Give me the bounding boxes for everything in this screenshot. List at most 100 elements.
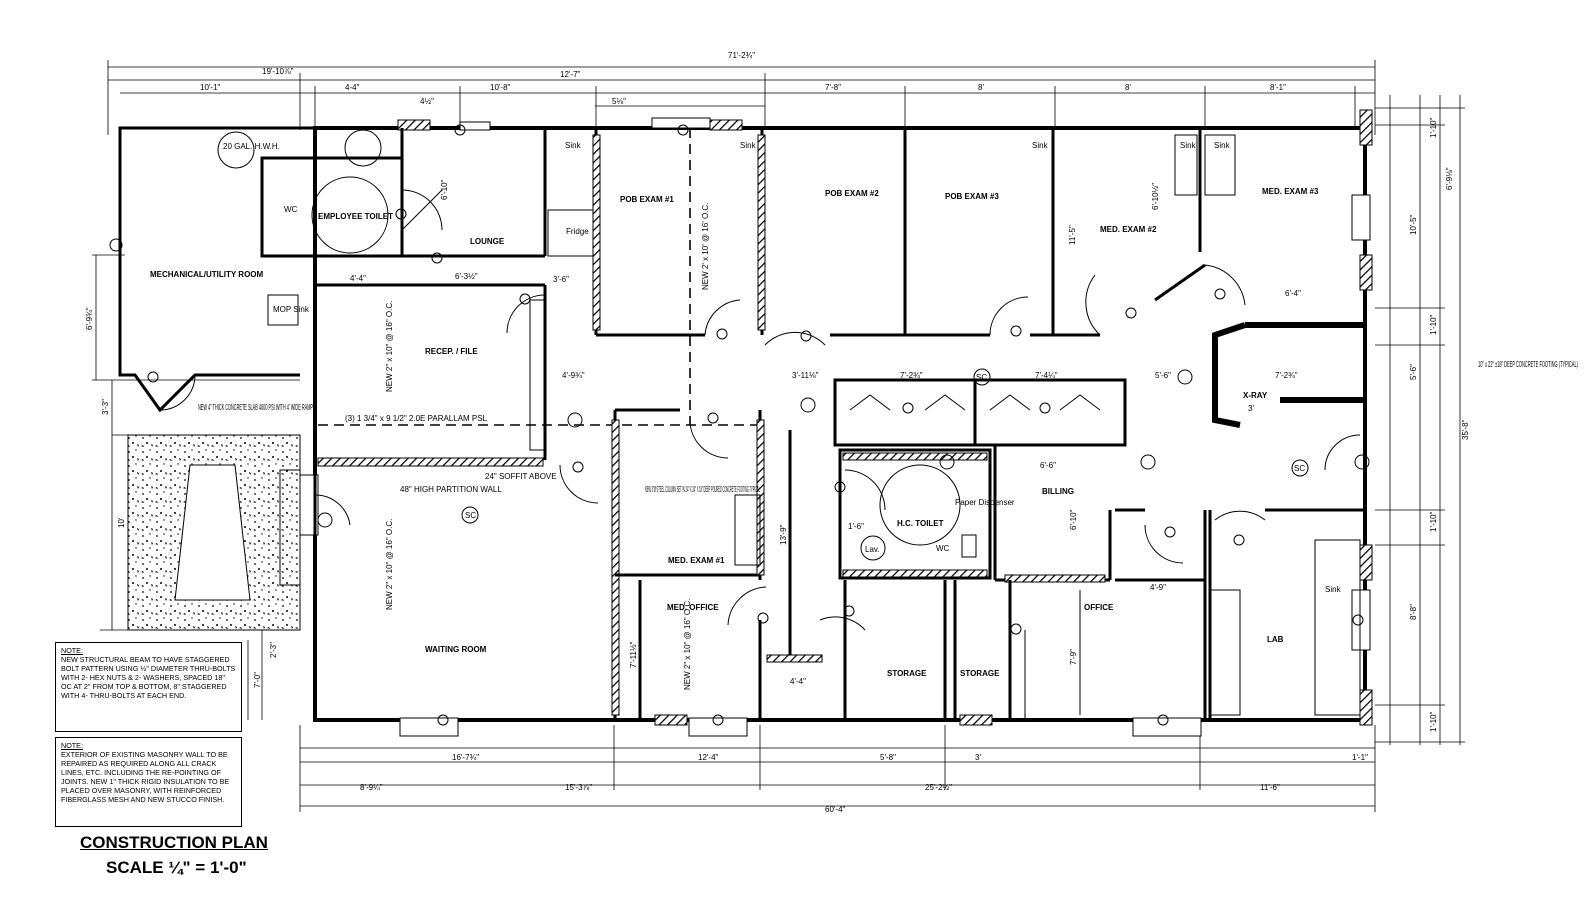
- dim-text: 16'-7¾": [452, 753, 479, 762]
- soffit-annotation: 24" SOFFIT ABOVE: [485, 472, 557, 481]
- room-label-recep: RECEP. / FILE: [425, 347, 478, 356]
- room-label-med-exam-2: MED. EXAM #2: [1100, 225, 1157, 234]
- dim-text: 3'-6": [553, 275, 569, 284]
- ramp: [174, 464, 251, 601]
- stud-annotation: NEW 2" x 10" @ 16" O.C.: [385, 301, 394, 392]
- dim-text: 3': [1248, 404, 1254, 413]
- room-label-x-ray: X-RAY: [1243, 391, 1268, 400]
- dim-text: 7'-11½": [629, 641, 638, 668]
- room-label-hc-toilet: H.C. TOILET: [897, 519, 944, 528]
- sink-label: Sink: [565, 141, 582, 150]
- masonry-repair-note: NOTE: EXTERIOR OF EXISTING MASONRY WALL …: [55, 737, 242, 827]
- dim-text: 1'-6": [848, 522, 864, 531]
- stud-annotation: NEW 2" x 10" @ 16" O.C.: [683, 599, 692, 690]
- dim-text: 4'-9": [1150, 583, 1166, 592]
- dim-text: 6'-10½": [1151, 183, 1160, 210]
- sink-label: Sink: [740, 141, 757, 150]
- dim-text: 5'-6": [1155, 371, 1171, 380]
- dim-text: 25'-2½": [925, 783, 952, 792]
- dimension-lines: [92, 60, 1465, 812]
- room-label-med-exam-3: MED. EXAM #3: [1262, 187, 1319, 196]
- note-text: NEW STRUCTURAL BEAM TO HAVE STAGGERED BO…: [61, 655, 236, 700]
- dim-text: 1'-10": [1429, 314, 1438, 335]
- sink-label: Sink: [1180, 141, 1197, 150]
- dim-text: 3'-11⅛": [792, 371, 819, 380]
- stud-annotation: NEW 2' x 10' @ 16' O.C.: [701, 203, 710, 290]
- dim-text: 6'-10": [1069, 509, 1078, 530]
- wc-label: WC: [284, 205, 298, 214]
- dim-text: 6'-3½": [455, 272, 478, 281]
- dim-text: 12'-7": [560, 70, 581, 79]
- dim-text: 4'-9¾": [562, 371, 585, 380]
- dim-text: 1'-10": [1429, 117, 1438, 138]
- room-label-waiting: WAITING ROOM: [425, 645, 487, 654]
- sink-label: Sink: [1214, 141, 1231, 150]
- dim-text: 6'-4": [1285, 289, 1301, 298]
- dim-text: 8'-8": [1409, 604, 1418, 620]
- dim-text: 10'-8": [490, 83, 511, 92]
- dim-text: 13'-9": [779, 524, 788, 545]
- dim-text: 10'-1": [200, 83, 221, 92]
- dim-text: 4'-4": [350, 274, 366, 283]
- wc-label: WC: [936, 544, 950, 553]
- room-label-pob-exam-3: POB EXAM #3: [945, 192, 999, 201]
- dim-text: 8': [978, 83, 984, 92]
- dim-text: 7'-2¾": [900, 371, 923, 380]
- footing-annotation: 10" x 22" ±18" DEEP CONCRETE FOOTING (TY…: [1478, 360, 1578, 369]
- dim-text: 4½": [420, 97, 434, 106]
- room-label-med-exam-1: MED. EXAM #1: [668, 556, 725, 565]
- partition-annotation: 48" HIGH PARTITION WALL: [400, 485, 502, 494]
- dim-text: 7'-4¼": [1035, 371, 1058, 380]
- dim-text: 7'-0": [253, 672, 262, 688]
- structural-beam-note: NOTE: NEW STRUCTURAL BEAM TO HAVE STAGGE…: [55, 642, 242, 732]
- dim-text: 8'-9¼": [360, 783, 383, 792]
- dim-text: 7'-8": [825, 83, 841, 92]
- sink-label: Sink: [1325, 585, 1342, 594]
- room-label-storage-1: STORAGE: [887, 669, 927, 678]
- note-text: EXTERIOR OF EXISTING MASONRY WALL TO BE …: [61, 750, 230, 804]
- smoke-detector-label: SC: [1294, 464, 1305, 473]
- dim-text: 4'-4": [790, 677, 806, 686]
- room-label-employee-toilet: EMPLOYEE TOILET: [318, 212, 393, 221]
- water-heater-label: 20 GAL. H.W.H.: [223, 142, 280, 151]
- dim-text: 1'-10": [1429, 511, 1438, 532]
- stud-annotation: NEW 2" x 10" @ 16" O.C.: [385, 519, 394, 610]
- room-label-lab: LAB: [1267, 635, 1284, 644]
- room-label-billing: BILLING: [1042, 487, 1074, 496]
- room-label-mechanical: MECHANICAL/UTILITY ROOM: [150, 270, 264, 279]
- dim-text: 19'-10⅞": [262, 67, 294, 76]
- dim-text: 10': [117, 517, 126, 528]
- exterior-walls: [118, 109, 1373, 737]
- mop-sink-label: MOP Sink: [273, 305, 310, 314]
- annotation-labels: NEW 4" THICK CONCRETE SLAB 4000 PSI WITH…: [198, 203, 1578, 690]
- note-heading: NOTE:: [61, 741, 83, 750]
- dim-text: 3'-3": [101, 399, 110, 415]
- dim-text: 8': [1125, 83, 1131, 92]
- lav-label: Lav.: [865, 545, 880, 554]
- overall-width: 71'-2¾": [728, 51, 755, 60]
- note-heading: NOTE:: [61, 646, 83, 655]
- dim-text: 1'-1": [1352, 753, 1368, 762]
- door-swings: [159, 189, 1361, 631]
- dim-text: 5'-6": [1409, 364, 1418, 380]
- dim-text: 6'-6": [1040, 461, 1056, 470]
- column-annotation: NEW 3"Ø STEEL COLUMN SET IN 24" X 24" X …: [645, 485, 760, 494]
- dim-text: 5'-8": [880, 753, 896, 762]
- slab-annotation: NEW 4" THICK CONCRETE SLAB 4000 PSI WITH…: [198, 403, 313, 412]
- fixture-symbols: [109, 124, 1370, 726]
- dim-text: 11'-6": [1260, 783, 1280, 792]
- dim-text: 5⅛": [612, 97, 626, 106]
- dim-text: 7'-9": [1069, 649, 1078, 665]
- room-label-office: OFFICE: [1084, 603, 1114, 612]
- fixture-labels: Sink Sink Sink Sink Sink Sink Fridge 20 …: [223, 141, 1342, 594]
- bottom-overall: 60'-4": [825, 805, 846, 814]
- dim-text: 2'-3": [269, 642, 278, 658]
- paper-dispenser-label: Paper Dispenser: [955, 498, 1015, 507]
- interior-walls: [260, 128, 1365, 720]
- dim-text: 11'-5": [1068, 225, 1077, 245]
- dim-text: 1'-10": [1429, 711, 1438, 732]
- dim-text: 6'-10": [440, 179, 449, 200]
- dim-text: 15'-3⅞": [565, 783, 592, 792]
